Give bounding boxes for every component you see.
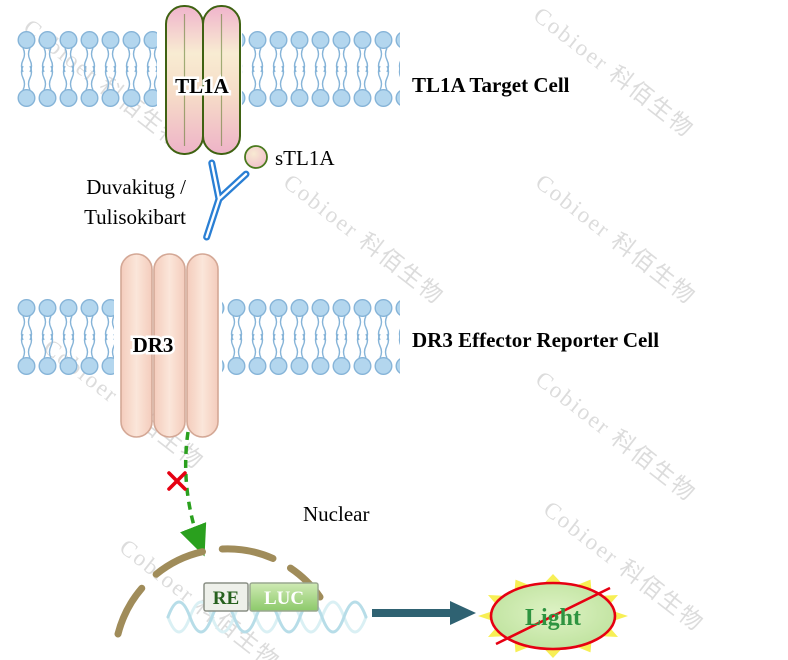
blocked-x-strokes xyxy=(167,471,187,491)
nuclear-envelope-arc xyxy=(114,545,324,638)
reporter-cell-label: DR3 Effector Reporter Cell xyxy=(412,328,659,352)
re-label: RE xyxy=(213,588,239,609)
dr3-capsule xyxy=(120,253,153,438)
blocked-x-icon xyxy=(167,471,187,491)
membrane-segment xyxy=(242,30,400,108)
reporter-cell-membrane xyxy=(16,298,400,376)
signal-arrow xyxy=(180,431,207,557)
antibody: Duvakitug / Tulisokibart xyxy=(84,159,250,241)
dr3-capsule xyxy=(153,253,186,438)
target-cell-label: TL1A Target Cell xyxy=(412,73,570,97)
light-readout: Light xyxy=(478,574,628,658)
reporter-construct: RE LUC xyxy=(203,582,319,612)
antibody-name-line1: Duvakitug / xyxy=(86,175,186,199)
stl1a-label: sTL1A xyxy=(275,146,335,170)
target-cell-membrane xyxy=(16,30,400,108)
result-arrow xyxy=(372,601,476,625)
dr3-capsule xyxy=(186,253,219,438)
antibody-y-icon xyxy=(203,159,250,241)
re-box xyxy=(203,582,249,612)
result-arrow-head xyxy=(450,601,476,625)
no-light-slash-icon xyxy=(495,586,611,646)
stl1a-particle xyxy=(244,145,268,169)
membrane-segment xyxy=(16,30,157,108)
tl1a-protein-label: TL1A xyxy=(175,74,230,98)
light-label: Light xyxy=(525,605,581,631)
soluble-tl1a: sTL1A xyxy=(244,145,335,170)
membrane-segment xyxy=(222,298,400,376)
antibody-inner-line xyxy=(205,161,248,239)
dna-strand-light xyxy=(166,600,368,634)
membrane-segment xyxy=(16,298,114,376)
luc-box xyxy=(249,582,319,612)
nucleus: Nuclear xyxy=(114,502,369,638)
dr3-receptor: DR3 xyxy=(120,253,219,438)
nuclear-label: Nuclear xyxy=(303,502,369,526)
tl1a-protein: TL1A xyxy=(165,5,241,155)
luc-label: LUC xyxy=(264,588,304,609)
antibody-name-line2: Tulisokibart xyxy=(84,205,186,229)
dr3-receptor-label: DR3 xyxy=(133,333,174,357)
